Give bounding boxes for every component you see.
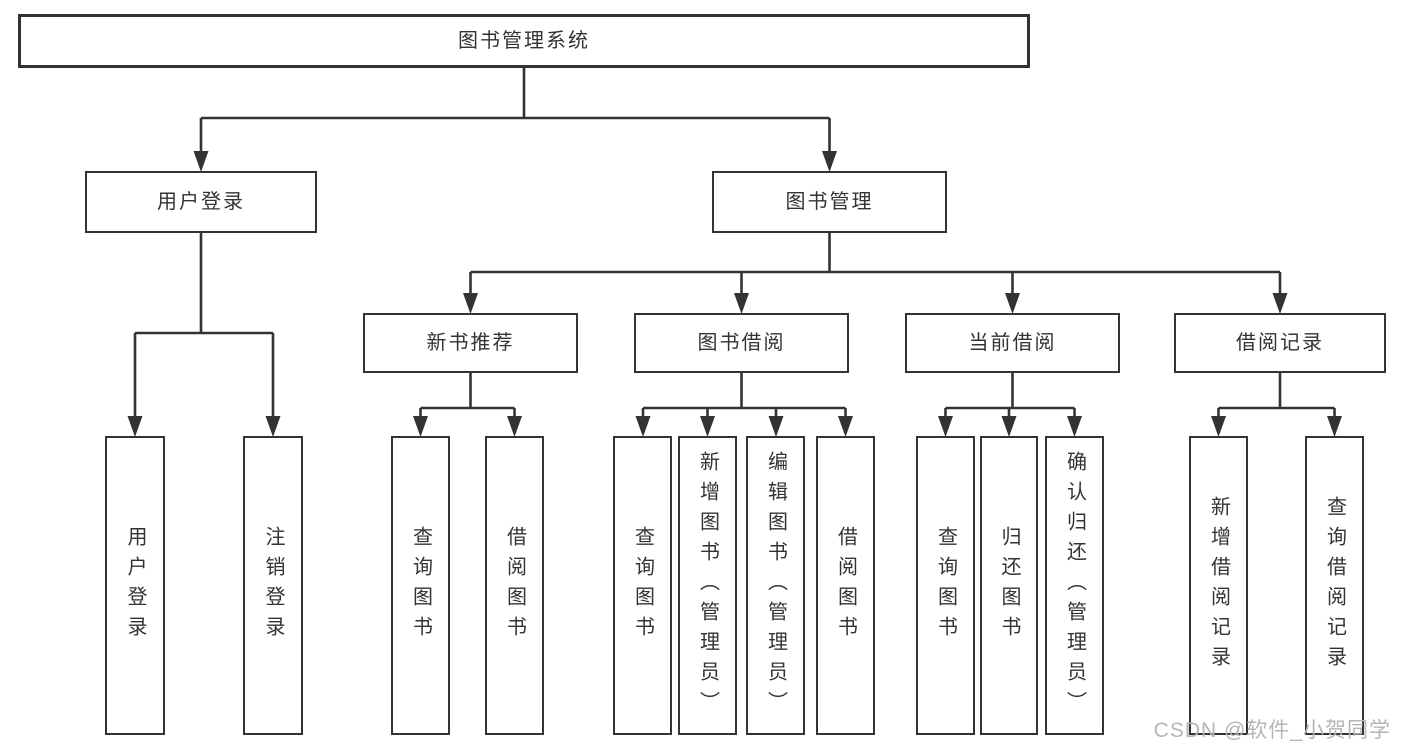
node-user-login: 用户登录 bbox=[85, 171, 317, 233]
arrow-down-icon bbox=[938, 416, 953, 437]
node-library-management-system: 图书管理系统 bbox=[18, 14, 1030, 68]
leaf-current-query-books: 查询图书 bbox=[916, 436, 975, 735]
arrow-down-icon bbox=[413, 416, 428, 437]
leaf-borrow-query-books: 查询图书 bbox=[613, 436, 672, 735]
node-label: 图书借阅 bbox=[697, 331, 786, 354]
leaf-borrow-add-books-admin: 新增图书（管理员） bbox=[678, 436, 737, 735]
arrow-down-icon bbox=[1067, 416, 1082, 437]
node-label: 借阅记录 bbox=[1236, 331, 1324, 354]
node-label: 用户登录 bbox=[157, 190, 245, 213]
arrow-down-icon bbox=[507, 416, 522, 437]
node-label: 查询图书 bbox=[631, 525, 654, 646]
arrow-down-icon bbox=[635, 416, 651, 437]
leaf-records-add-record: 新增借阅记录 bbox=[1189, 436, 1248, 735]
node-label: 查询图书 bbox=[409, 525, 432, 646]
node-label: 用户登录 bbox=[124, 525, 146, 646]
arrow-down-icon bbox=[734, 293, 749, 314]
node-borrow-records: 借阅记录 bbox=[1174, 313, 1386, 373]
arrow-down-icon bbox=[193, 151, 209, 172]
leaf-borrow-edit-books-admin: 编辑图书（管理员） bbox=[746, 436, 805, 735]
leaf-newrec-borrow-books: 借阅图书 bbox=[485, 436, 544, 735]
node-label: 编辑图书（管理员） bbox=[764, 450, 787, 721]
arrow-down-icon bbox=[838, 416, 853, 437]
csdn-watermark: CSDN @软件_小贺同学 bbox=[1153, 719, 1391, 742]
node-book-borrow: 图书借阅 bbox=[634, 313, 849, 373]
node-label: 查询图书 bbox=[934, 525, 957, 646]
arrow-down-icon bbox=[1327, 416, 1342, 437]
arrow-down-icon bbox=[463, 293, 478, 314]
node-label: 图书管理 bbox=[785, 190, 874, 213]
leaf-current-confirm-return-admin: 确认归还（管理员） bbox=[1045, 436, 1104, 735]
leaf-user-login: 用户登录 bbox=[105, 436, 165, 735]
leaf-current-return-books: 归还图书 bbox=[980, 436, 1038, 735]
node-label: 借阅图书 bbox=[834, 525, 857, 646]
node-label: 新增图书（管理员） bbox=[696, 450, 719, 721]
node-label: 借阅图书 bbox=[503, 525, 526, 646]
arrow-down-icon bbox=[768, 416, 784, 437]
node-label: 确认归还（管理员） bbox=[1063, 450, 1086, 721]
arrow-down-icon bbox=[265, 416, 281, 437]
node-new-book-recommend: 新书推荐 bbox=[363, 313, 578, 373]
arrow-down-icon bbox=[700, 416, 715, 437]
arrow-down-icon bbox=[1001, 416, 1017, 437]
arrow-down-icon bbox=[822, 151, 837, 172]
node-label: 当前借阅 bbox=[968, 331, 1057, 354]
node-current-borrow: 当前借阅 bbox=[905, 313, 1120, 373]
node-label: 归还图书 bbox=[998, 525, 1020, 646]
arrow-down-icon bbox=[1272, 293, 1288, 314]
arrow-down-icon bbox=[1211, 416, 1226, 437]
arrow-down-icon bbox=[1005, 293, 1020, 314]
leaf-borrow-borrow-books: 借阅图书 bbox=[816, 436, 875, 735]
leaf-records-query-record: 查询借阅记录 bbox=[1305, 436, 1364, 735]
leaf-logout: 注销登录 bbox=[243, 436, 303, 735]
node-label: 查询借阅记录 bbox=[1323, 495, 1346, 676]
arrow-down-icon bbox=[127, 416, 143, 437]
leaf-newrec-query-books: 查询图书 bbox=[391, 436, 450, 735]
node-label: 新书推荐 bbox=[426, 331, 515, 354]
node-book-management: 图书管理 bbox=[712, 171, 947, 233]
node-label: 新增借阅记录 bbox=[1207, 495, 1230, 676]
node-label: 注销登录 bbox=[262, 525, 284, 646]
node-label: 图书管理系统 bbox=[458, 29, 590, 52]
